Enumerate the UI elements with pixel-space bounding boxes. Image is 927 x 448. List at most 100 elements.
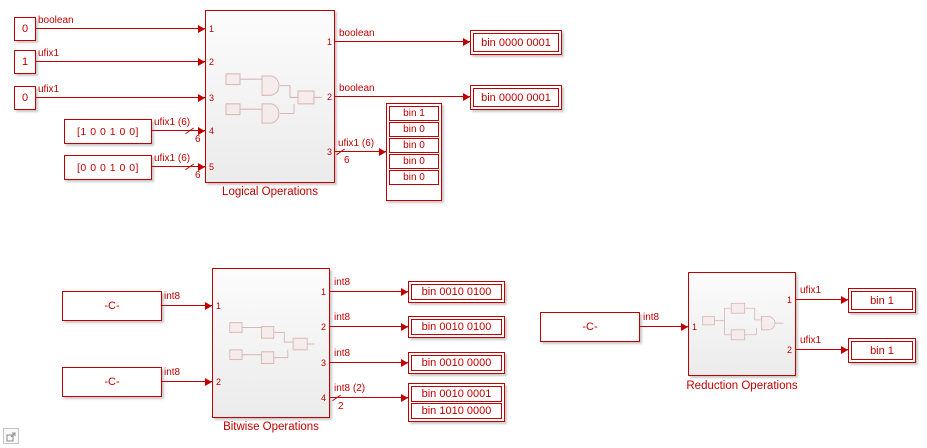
signal-wire[interactable]: [640, 326, 688, 328]
wire-arrowhead-icon: [841, 296, 848, 304]
display-block[interactable]: bin 1: [848, 338, 916, 363]
signal-label: int8: [334, 348, 351, 359]
wire-arrowhead-icon: [401, 323, 408, 331]
wire-arrowhead-icon: [681, 323, 688, 331]
inport-number: 1: [209, 24, 215, 34]
display-value: bin 1: [851, 341, 913, 360]
subsystem-reduction-operations[interactable]: [688, 272, 796, 376]
outport-number: 2: [326, 92, 332, 102]
display-value: bin 0: [389, 154, 439, 169]
outport-number: 1: [326, 37, 332, 47]
subsystem-preview-icon: [229, 322, 315, 364]
constant-block[interactable]: 1: [14, 50, 36, 74]
wire-arrowhead-icon: [401, 359, 408, 367]
signal-label: ufix1: [800, 335, 822, 346]
display-value: bin 0010 0001: [411, 386, 502, 402]
wire-arrowhead-icon: [463, 93, 470, 101]
signal-label: ufix1 (6): [154, 153, 191, 164]
display-value: bin 0010 0000: [411, 355, 502, 371]
wire-arrowhead-icon: [401, 394, 408, 402]
signal-wire[interactable]: [335, 41, 470, 43]
constant-block[interactable]: 0: [14, 86, 36, 110]
outport-number: 1: [320, 287, 326, 297]
display-value: bin 0000 0001: [473, 33, 559, 52]
signal-wire[interactable]: [36, 28, 205, 30]
inport-number: 1: [216, 301, 222, 311]
vector-constant-block[interactable]: [1 0 0 1 0 0]: [64, 119, 152, 144]
signal-label: ufix1: [38, 84, 60, 95]
constant-block[interactable]: -C-: [540, 312, 640, 342]
vector-display-block[interactable]: bin 0010 0001 bin 1010 0000: [408, 383, 505, 422]
signal-label: int8: [334, 312, 351, 323]
signal-label: int8: [643, 312, 660, 323]
signal-wire[interactable]: [330, 397, 408, 399]
inport-number: 5: [209, 162, 215, 172]
signal-wire[interactable]: [796, 349, 848, 351]
signal-wire[interactable]: [335, 96, 470, 98]
signal-wire[interactable]: [162, 381, 212, 383]
signal-width-label: 6: [344, 155, 350, 166]
display-block[interactable]: bin 1: [848, 288, 916, 313]
subsystem-preview-icon: [702, 302, 784, 341]
outport-number: 2: [320, 322, 326, 332]
wire-arrowhead-icon: [401, 288, 408, 296]
display-block[interactable]: bin 0000 0001: [470, 30, 562, 55]
signal-wire[interactable]: [152, 130, 205, 132]
model-browser-icon: [6, 432, 15, 441]
signal-label: ufix1: [800, 285, 822, 296]
inport-number: 1: [692, 322, 698, 332]
wire-arrowhead-icon: [205, 302, 212, 310]
signal-label: int8: [164, 367, 181, 378]
signal-wire[interactable]: [152, 166, 205, 168]
signal-label: boolean: [339, 83, 375, 94]
outport-number: 4: [320, 393, 326, 403]
display-block[interactable]: bin 0010 0000: [408, 352, 505, 374]
block-name-label[interactable]: Reduction Operations: [686, 380, 798, 392]
signal-label: int8: [334, 277, 351, 288]
display-value: bin 0: [389, 122, 439, 137]
signal-wire[interactable]: [36, 97, 205, 99]
wire-arrowhead-icon: [198, 94, 205, 102]
model-browser-toggle[interactable]: [3, 428, 19, 444]
display-value: bin 0: [389, 138, 439, 153]
outport-number: 3: [320, 358, 326, 368]
signal-wire[interactable]: [335, 151, 386, 153]
block-name-label[interactable]: Logical Operations: [222, 186, 318, 198]
signal-wire[interactable]: [330, 326, 408, 328]
signal-label: ufix1 (6): [338, 138, 375, 149]
wire-arrowhead-icon: [198, 163, 205, 171]
signal-wire[interactable]: [36, 61, 205, 63]
display-value: bin 0000 0001: [473, 88, 559, 107]
wire-arrowhead-icon: [841, 346, 848, 354]
signal-width-label: 6: [195, 170, 201, 181]
signal-label: int8 (2): [334, 383, 366, 394]
subsystem-bitwise-operations[interactable]: [212, 268, 330, 418]
vector-constant-block[interactable]: [0 0 0 1 0 0]: [64, 155, 152, 180]
signal-wire[interactable]: [162, 305, 212, 307]
subsystem-preview-icon: [225, 73, 322, 124]
inport-number: 4: [209, 126, 215, 136]
signal-wire[interactable]: [330, 291, 408, 293]
wire-arrowhead-icon: [379, 148, 386, 156]
subsystem-logical-operations[interactable]: [205, 10, 335, 183]
signal-label: boolean: [38, 15, 74, 26]
wire-arrowhead-icon: [198, 25, 205, 33]
outport-number: 2: [786, 345, 792, 355]
signal-wire[interactable]: [796, 299, 848, 301]
display-block[interactable]: bin 0010 0100: [408, 281, 505, 303]
wire-arrowhead-icon: [198, 58, 205, 66]
constant-block[interactable]: 0: [14, 17, 36, 41]
outport-number: 1: [786, 295, 792, 305]
constant-block[interactable]: -C-: [62, 367, 162, 397]
block-name-label[interactable]: Bitwise Operations: [223, 421, 319, 433]
signal-label: ufix1 (6): [154, 117, 191, 128]
display-value: bin 0010 0100: [411, 319, 502, 335]
display-value: bin 1: [389, 106, 439, 121]
vector-display-block[interactable]: bin 1 bin 0 bin 0 bin 0 bin 0: [386, 103, 442, 201]
signal-wire[interactable]: [330, 362, 408, 364]
constant-block[interactable]: -C-: [62, 291, 162, 321]
display-value: bin 0: [389, 170, 439, 185]
display-block[interactable]: bin 0000 0001: [470, 85, 562, 110]
display-block[interactable]: bin 0010 0100: [408, 316, 505, 338]
